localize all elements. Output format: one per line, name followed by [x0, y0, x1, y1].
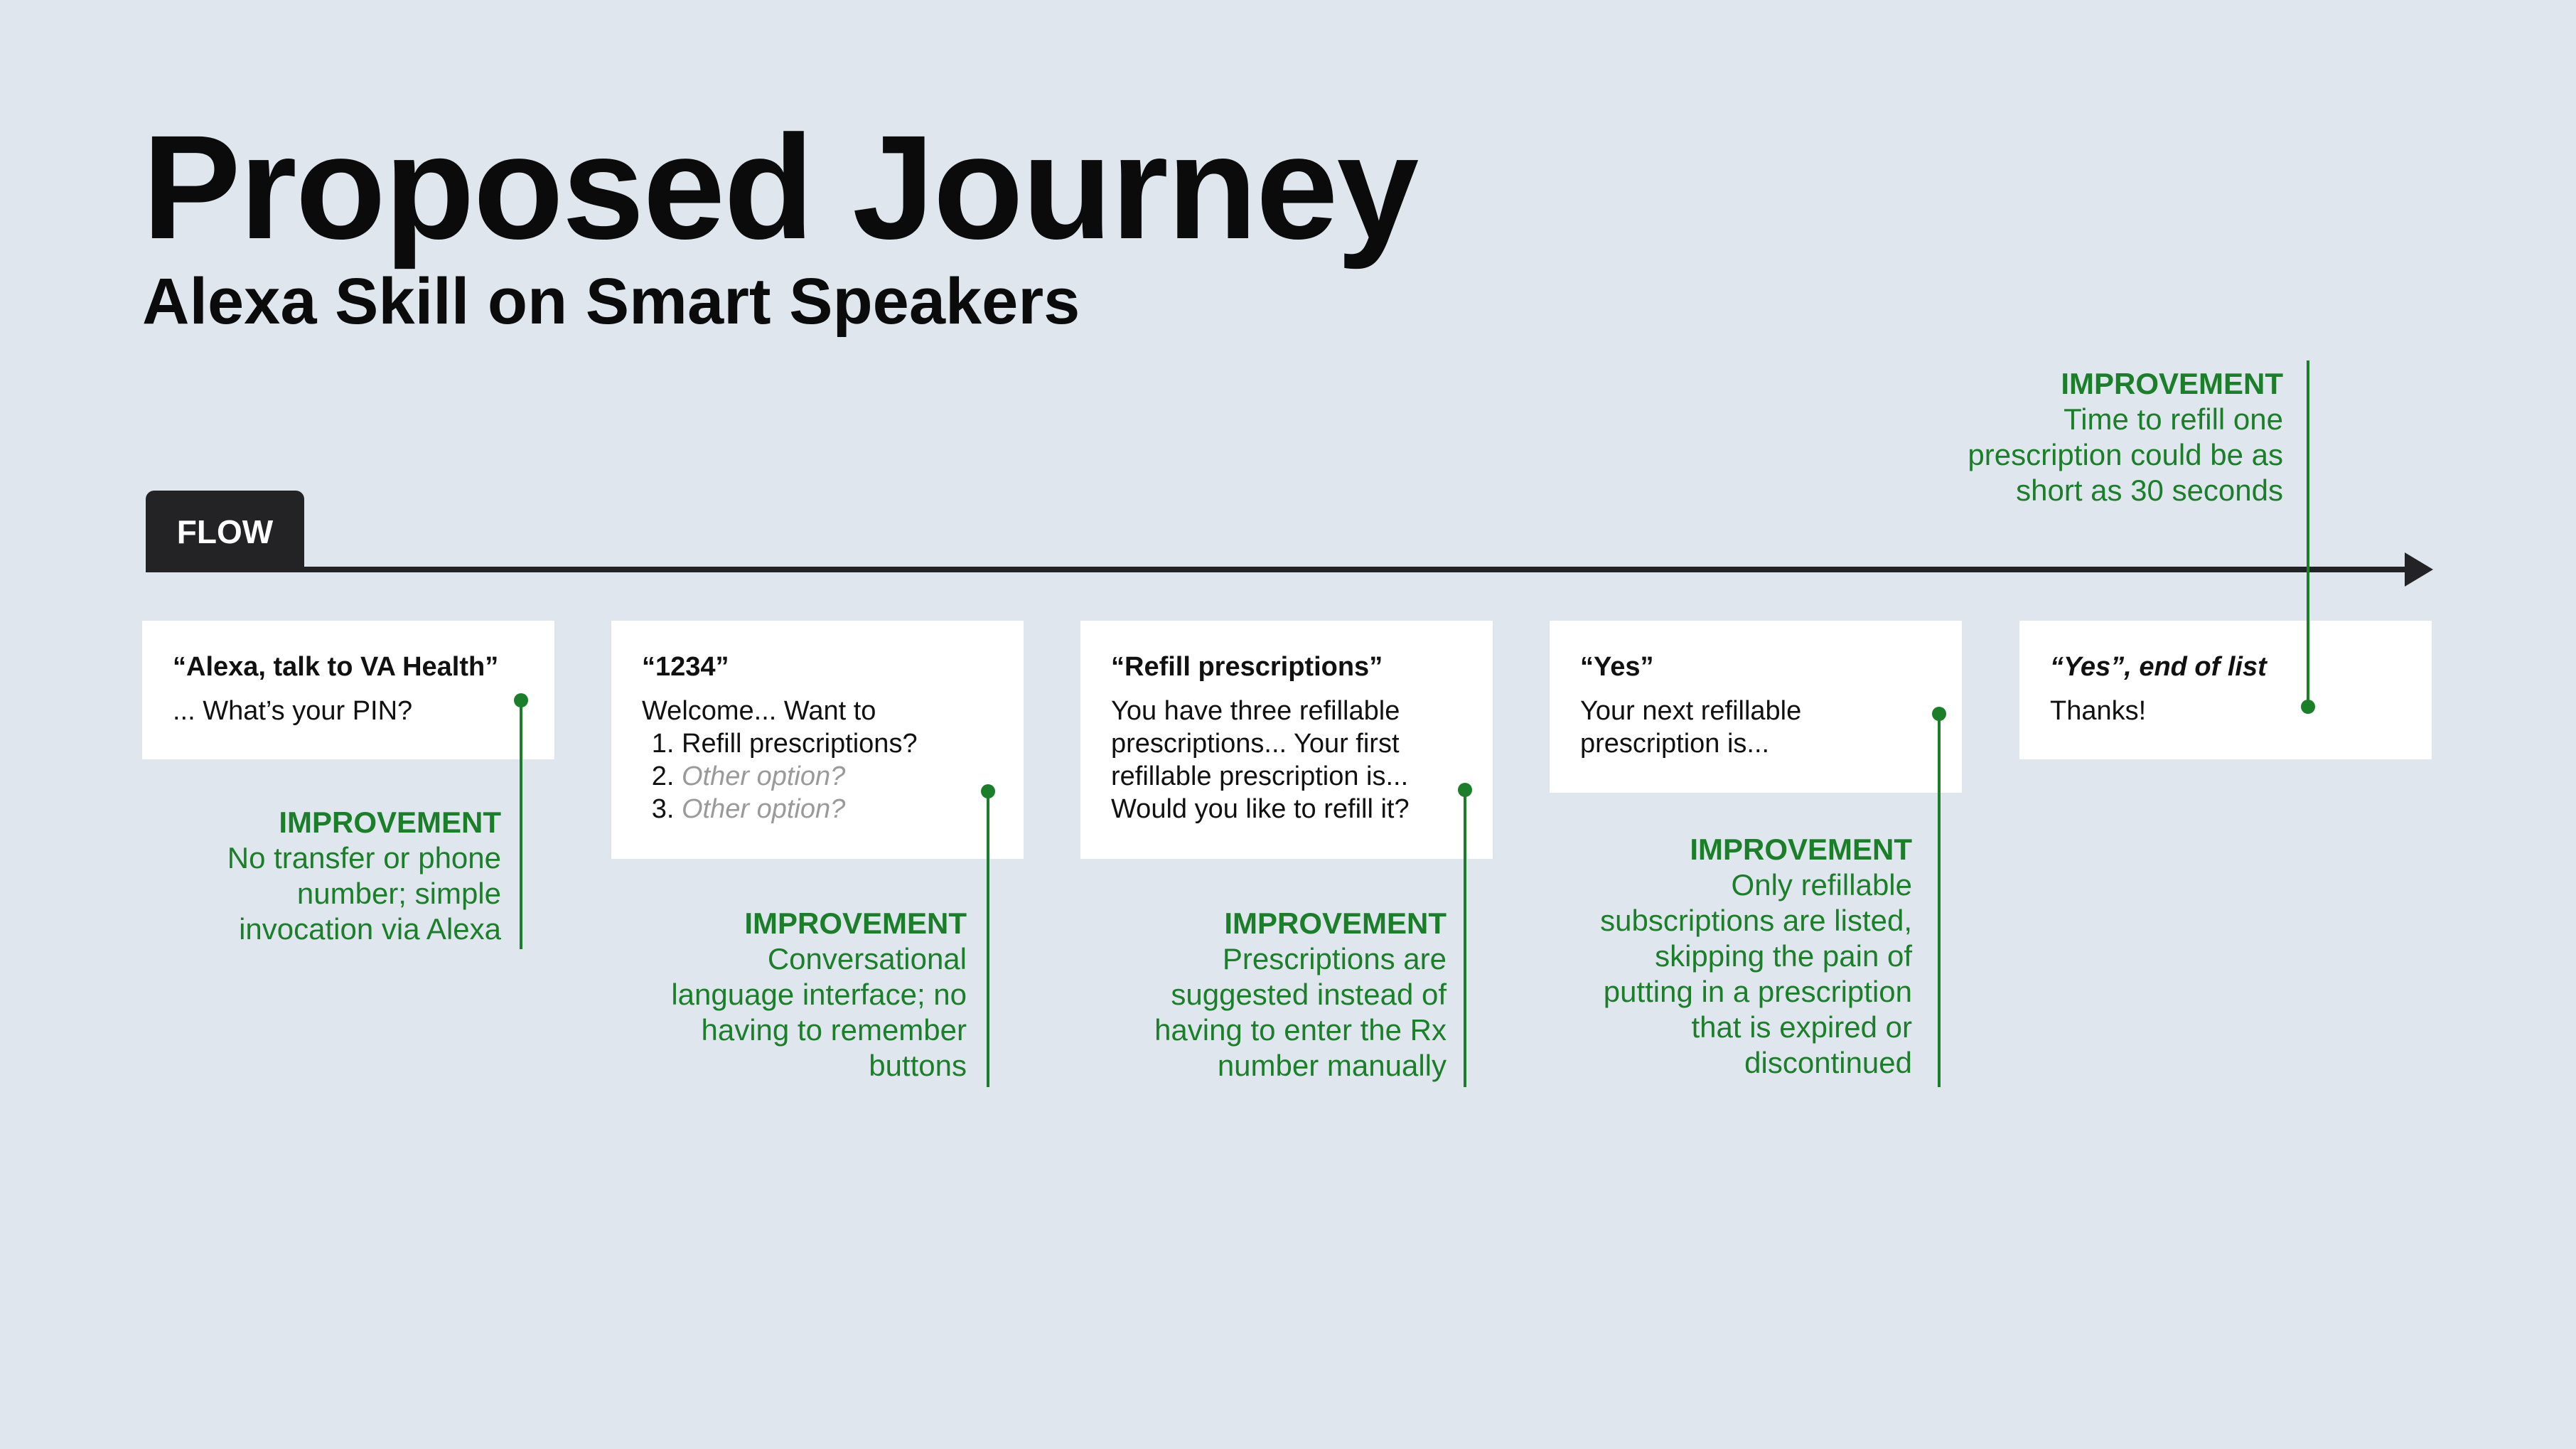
- improvement-heading: IMPROVEMENT: [1690, 833, 1912, 866]
- connector-line: [1938, 720, 1941, 1087]
- step-line: Your next refillable: [1580, 696, 1802, 726]
- connector-line: [1464, 791, 1466, 1087]
- page-title: Proposed Journey: [142, 105, 1419, 270]
- connector-dot: [1932, 707, 1946, 721]
- improvement-heading: IMPROVEMENT: [2061, 367, 2283, 400]
- option-item: Other option?: [682, 760, 994, 793]
- option-list: Refill prescriptions? Other option? Othe…: [642, 727, 994, 825]
- improvement-heading: IMPROVEMENT: [279, 806, 501, 839]
- step-line: Welcome... Want to: [642, 696, 876, 726]
- improvement-text: Conversational language interface; no ha…: [671, 942, 967, 1082]
- step-card-2: “1234” Welcome... Want to Refill prescri…: [611, 621, 1024, 859]
- improvement-text: Prescriptions are suggested instead of h…: [1154, 942, 1447, 1082]
- flow-arrowhead-icon: [2405, 552, 2433, 587]
- step-quote: “Yes”, end of list: [2050, 652, 2267, 682]
- improvement-note-2: IMPROVEMENT Conversational language inte…: [640, 906, 967, 1084]
- improvement-text: No transfer or phone number; simple invo…: [227, 841, 501, 946]
- page-subtitle: Alexa Skill on Smart Speakers: [142, 265, 1080, 338]
- step-line: prescriptions... Your first: [1111, 729, 1400, 759]
- step-card-3: “Refill prescriptions” You have three re…: [1080, 621, 1493, 859]
- step-line: Would you like to refill it?: [1111, 794, 1410, 824]
- step-line: refillable prescription is...: [1111, 761, 1409, 791]
- flow-label: FLOW: [176, 513, 274, 550]
- improvement-note-1: IMPROVEMENT No transfer or phone number;…: [185, 805, 501, 947]
- connector-line: [987, 791, 989, 1087]
- connector-dot: [514, 693, 528, 707]
- improvement-note-4: IMPROVEMENT Only refillable subscription…: [1578, 832, 1912, 1081]
- connector-dot: [2301, 700, 2315, 714]
- step-quote: “Yes”: [1580, 652, 1654, 682]
- connector-dot: [1458, 783, 1472, 797]
- connector-line: [520, 699, 522, 949]
- option-item: Refill prescriptions?: [682, 727, 994, 760]
- step-line: You have three refillable: [1111, 696, 1400, 726]
- improvement-text: Time to refill one prescription could be…: [1968, 402, 2283, 507]
- step-line: prescription is...: [1580, 729, 1770, 759]
- step-line: Thanks!: [2050, 696, 2147, 726]
- connector-dot: [981, 784, 995, 798]
- step-card-4: “Yes” Your next refillable prescription …: [1550, 621, 1962, 793]
- flow-tab: FLOW: [146, 491, 304, 572]
- improvement-heading: IMPROVEMENT: [744, 907, 967, 940]
- improvement-note-3: IMPROVEMENT Prescriptions are suggested …: [1130, 906, 1447, 1084]
- flow-line: [146, 567, 2410, 572]
- improvement-text: Only refillable subscriptions are listed…: [1600, 868, 1912, 1079]
- step-card-1: “Alexa, talk to VA Health” ... What’s yo…: [142, 621, 554, 759]
- step-card-5: “Yes”, end of list Thanks!: [2019, 621, 2432, 759]
- connector-line: [2307, 360, 2309, 710]
- step-quote: “1234”: [642, 652, 729, 682]
- step-line: ... What’s your PIN?: [173, 696, 413, 726]
- improvement-note-5: IMPROVEMENT Time to refill one prescript…: [1933, 366, 2283, 508]
- step-quote: “Alexa, talk to VA Health”: [173, 652, 499, 682]
- improvement-heading: IMPROVEMENT: [1224, 907, 1447, 940]
- option-item: Other option?: [682, 793, 994, 825]
- step-quote: “Refill prescriptions”: [1111, 652, 1383, 682]
